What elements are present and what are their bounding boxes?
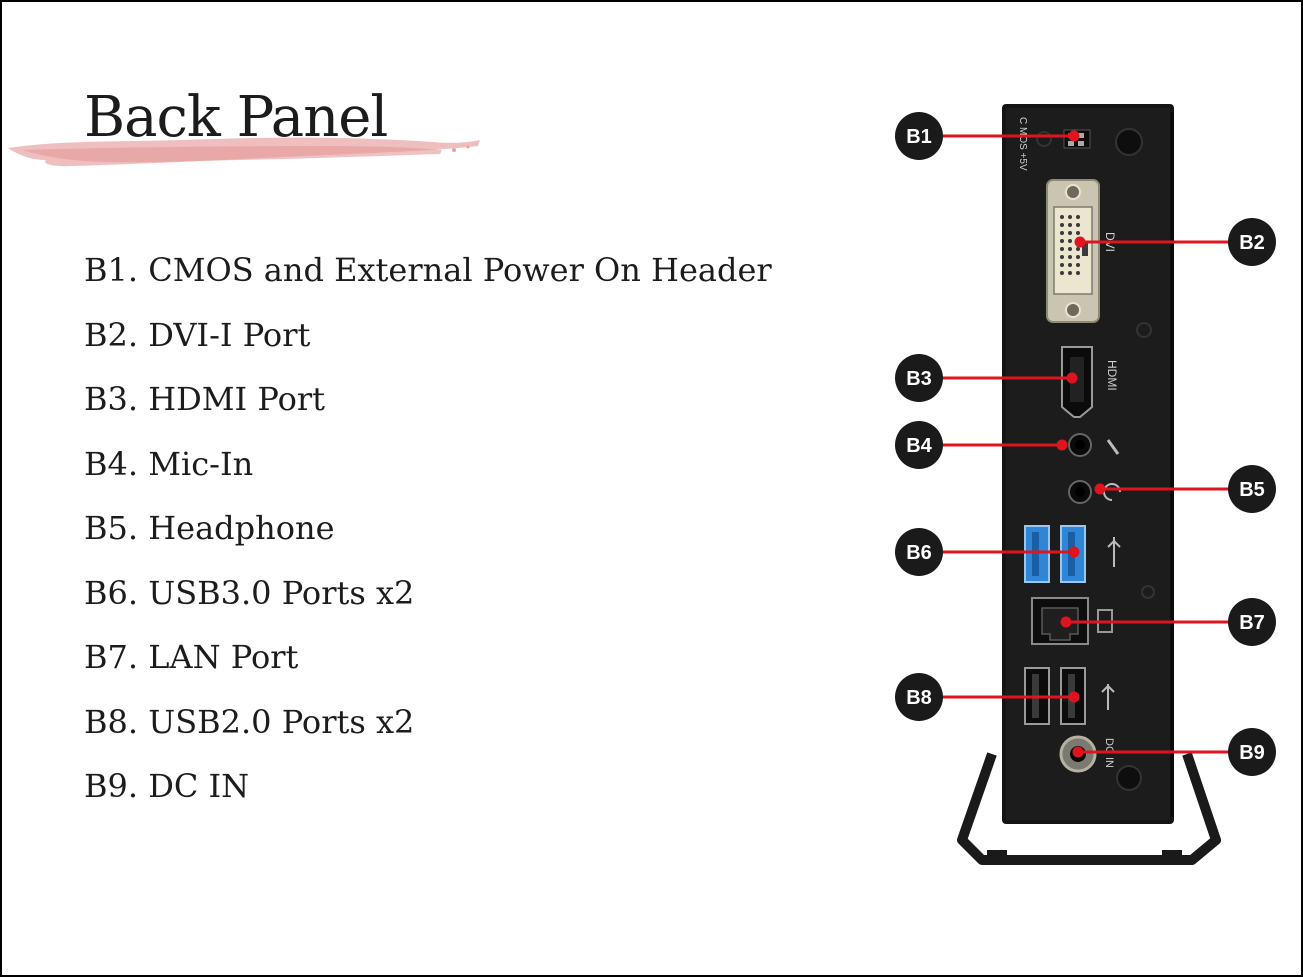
callout-b4: B4 [895,421,943,469]
hdmi-label: HDMI [1105,360,1119,391]
callout-b8: B8 [895,673,943,721]
port-list-item-b3: B3. HDMI Port [84,380,326,418]
port-list-item-b7: B7. LAN Port [84,638,299,676]
port-list-item-b9: B9. DC IN [84,767,250,805]
svg-text:B6: B6 [906,542,932,564]
port-list-item-b8: B8. USB2.0 Ports x2 [84,702,415,741]
port-list: B1. CMOS and External Power On Header B2… [84,250,772,831]
callout-b5: B5 [1228,465,1276,513]
svg-text:B5: B5 [1239,479,1265,501]
svg-text:B9: B9 [1239,742,1265,764]
svg-text:B3: B3 [906,368,932,390]
callout-b1: B1 [895,112,943,160]
port-list-item-b2: B2. DVI-I Port [84,315,311,354]
port-list-item-b6: B6. USB3.0 Ports x2 [84,573,415,612]
svg-text:B4: B4 [906,435,932,457]
mic-jack [1068,433,1120,457]
svg-text:B2: B2 [1239,232,1265,254]
dc-in-jack: DC IN [1059,735,1142,791]
dvi-port: DVI [1046,179,1152,338]
port-list-item-b1: B1. CMOS and External Power On Header [84,251,772,289]
svg-text:B8: B8 [906,687,932,709]
cmos-power-label: C MOS +5V [1017,117,1028,171]
title-brush-stroke [8,137,480,167]
svg-text:B7: B7 [1239,612,1265,634]
callout-b3: B3 [895,354,943,402]
callout-b2: B2 [1228,218,1276,266]
port-list-item-b4: B4. Mic-In [84,444,254,483]
svg-text:B1: B1 [906,126,932,148]
device-stand [957,752,1221,865]
callout-b6: B6 [895,528,943,576]
port-list-item-b5: B5. Headphone [84,509,335,547]
callout-b7: B7 [1228,598,1276,646]
page-title: Back Panel [84,85,388,150]
callout-b9: B9 [1228,728,1276,776]
